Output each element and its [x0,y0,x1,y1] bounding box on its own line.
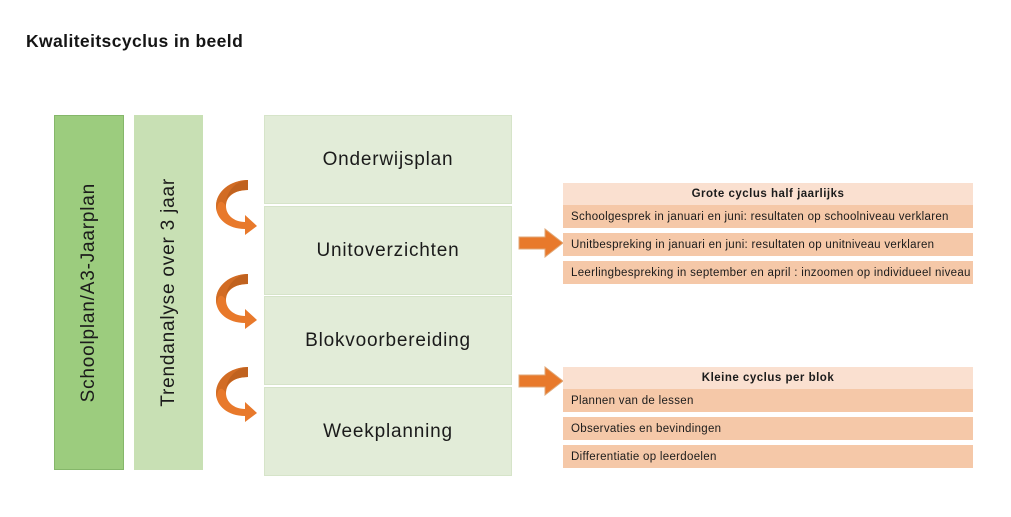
stage-label-blokvoorbereiding: Blokvoorbereiding [305,329,471,351]
stage-box-onderwijsplan: Onderwijsplan [264,115,512,204]
curved-arrow-icon [214,176,258,236]
panel-row: Unitbespreking in januari en juni: resul… [563,233,973,256]
page-title: Kwaliteitscyclus in beeld [26,31,244,51]
panel-row: Differentiatie op leerdoelen [563,445,973,468]
right-arrow-icon [518,365,564,397]
panel-header-kleine-cyclus: Kleine cyclus per blok [563,367,973,389]
stage-box-blokvoorbereiding: Blokvoorbereiding [264,296,512,385]
stage-box-weekplanning: Weekplanning [264,387,512,476]
curved-arrow-icon [214,270,258,330]
column-schoolplan-label: Schoolplan/A3-Jaarplan [78,182,99,403]
panel-row: Leerlingbespreking in september en april… [563,261,973,284]
stage-label-weekplanning: Weekplanning [323,420,453,442]
panel-grote-cyclus: Grote cyclus half jaarlijks Schoolgespre… [563,183,973,284]
curved-arrow-icon [214,363,258,423]
panel-row: Observaties en bevindingen [563,417,973,440]
stage-label-unitoverzichten: Unitoverzichten [316,239,460,261]
stage-box-unitoverzichten: Unitoverzichten [264,206,512,295]
right-arrow-icon [518,227,564,259]
column-trendanalyse-over-3-jaar: Trendanalyse over 3 jaar [134,115,203,470]
column-schoolplan-a3-jaarplan: Schoolplan/A3-Jaarplan [54,115,124,470]
column-trendanalyse-label: Trendanalyse over 3 jaar [157,178,179,407]
panel-header-grote-cyclus: Grote cyclus half jaarlijks [563,183,973,205]
panel-row: Plannen van de lessen [563,389,973,412]
stage-label-onderwijsplan: Onderwijsplan [322,148,454,170]
panel-row: Schoolgesprek in januari en juni: result… [563,205,973,228]
panel-kleine-cyclus: Kleine cyclus per blok Plannen van de le… [563,367,973,468]
